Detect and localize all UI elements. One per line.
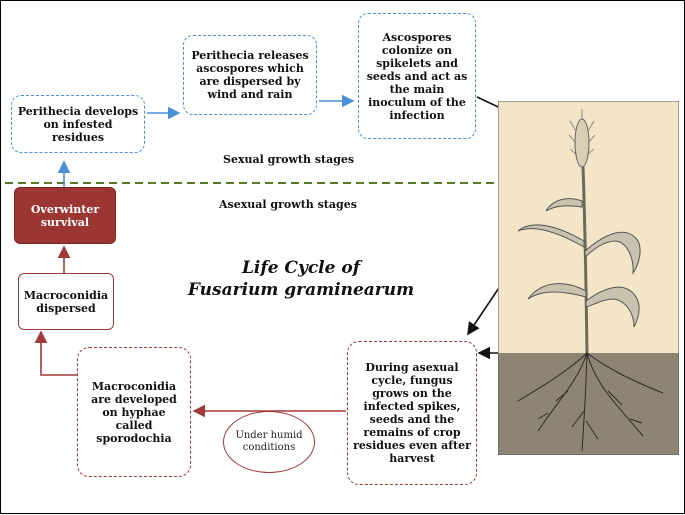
wheat-roots	[517, 352, 664, 452]
title-line-2: Fusarium graminearum	[187, 280, 415, 300]
wheat-leaves	[517, 198, 641, 328]
perithecia-releases-text: Perithecia releases ascospores which are…	[191, 49, 309, 101]
overwinter-survival-box: Overwinter survival	[14, 187, 116, 244]
wheat-plant-illustration	[497, 100, 680, 456]
macroconidia-developed-box: Macroconidia are developed on hyphae cal…	[77, 347, 191, 477]
asexual-stage-label: Asexual growth stages	[219, 198, 357, 211]
perithecia-develops-text: Perithecia develops on infested residues	[17, 104, 139, 144]
diagram-title: Life Cycle of Fusarium graminearum	[181, 257, 421, 301]
humid-conditions-ellipse: Under humid conditions	[223, 411, 315, 473]
ascospores-colonize-box: Ascospores colonize on spikelets and see…	[358, 13, 476, 139]
overwinter-survival-text: Overwinter survival	[30, 202, 100, 229]
wheat-spike	[568, 109, 596, 168]
arrow-developed-to-dispersed	[34, 330, 77, 376]
asexual-cycle-text: During asexual cycle, fungus grows on th…	[353, 361, 471, 465]
sexual-stage-label: Sexual growth stages	[223, 153, 355, 166]
perithecia-develops-box: Perithecia develops on infested residues	[11, 95, 145, 153]
macroconidia-developed-text: Macroconidia are developed on hyphae cal…	[91, 379, 177, 445]
macroconidia-dispersed-box: Macroconidia dispersed	[18, 273, 114, 330]
ascospores-colonize-text: Ascospores colonize on spikelets and see…	[366, 30, 468, 122]
macroconidia-dispersed-text: Macroconidia dispersed	[23, 288, 109, 315]
title-line-1: Life Cycle of	[241, 258, 361, 278]
asexual-cycle-box: During asexual cycle, fungus grows on th…	[347, 341, 477, 485]
perithecia-releases-box: Perithecia releases ascospores which are…	[183, 35, 317, 115]
humid-conditions-text: Under humid conditions	[235, 430, 303, 453]
